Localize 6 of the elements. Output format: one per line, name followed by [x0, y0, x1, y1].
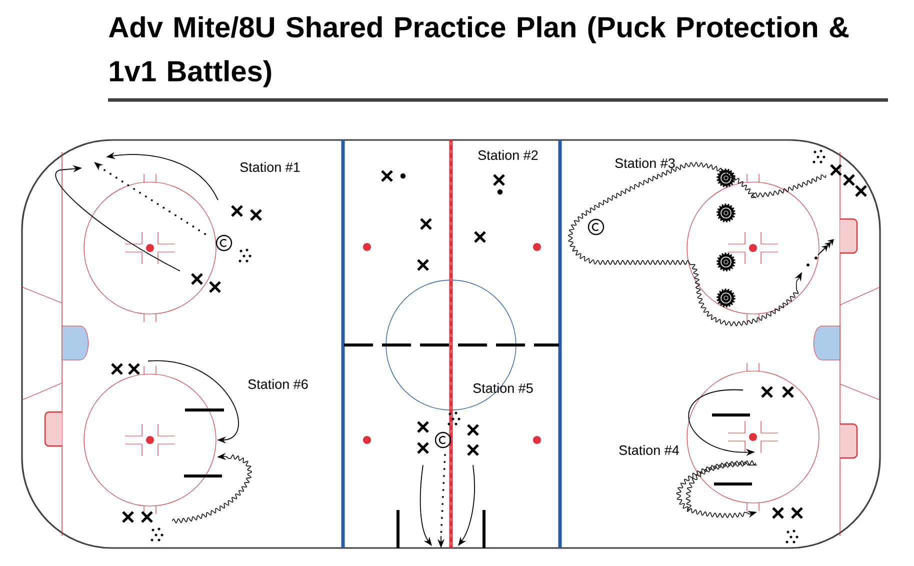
title: Adv Mite/8U Shared Practice Plan (Puck Protection & 1v1 Battles) — [108, 16, 849, 88]
station-label: Station #1 — [240, 162, 300, 172]
station-label: Station #3 — [615, 158, 675, 168]
station-label: Station #2 — [478, 150, 538, 160]
station-label: Station #6 — [248, 379, 308, 389]
station-label: Station #4 — [619, 445, 679, 455]
